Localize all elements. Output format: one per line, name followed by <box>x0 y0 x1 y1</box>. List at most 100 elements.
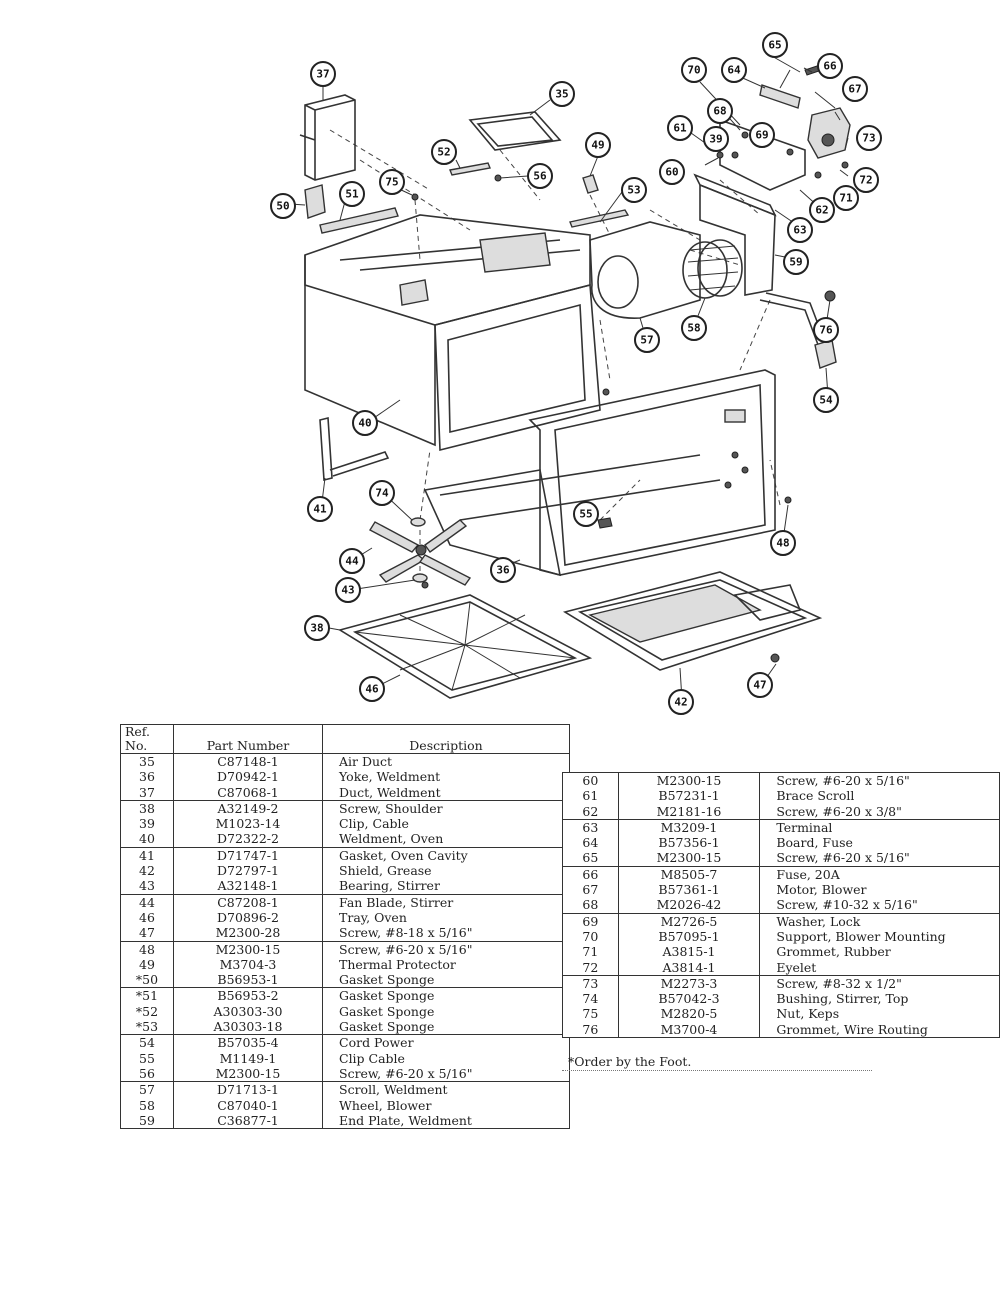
description-cell: Wheel, Blower <box>339 1097 432 1113</box>
svg-text:41: 41 <box>313 503 327 516</box>
ref-cell: 40 <box>120 831 174 848</box>
callout-38: 38 <box>304 615 330 641</box>
part-number-cell: A30303-30 <box>173 1003 323 1020</box>
ref-cell: 66 <box>562 866 619 883</box>
svg-text:51: 51 <box>345 188 359 201</box>
ref-cell: 72 <box>562 959 619 976</box>
exploded-parts-diagram: 37 35 52 56 49 53 75 51 50 70 64 65 66 6… <box>270 32 882 715</box>
ref-cell: 61 <box>562 788 619 804</box>
part-number-cell: D70896-2 <box>173 909 323 926</box>
footnote: *Order by the Foot. <box>561 1054 873 1071</box>
svg-text:54: 54 <box>819 394 833 407</box>
description-cell: End Plate, Weldment <box>322 1112 570 1130</box>
callout-42: 42 <box>668 689 694 715</box>
header-description: Description <box>322 724 570 754</box>
callout-61: 61 <box>667 115 693 141</box>
ref-cell: 63 <box>562 819 619 836</box>
part-number-cell: M2820-5 <box>618 1006 761 1022</box>
callout-65: 65 <box>762 32 788 58</box>
description-cell: Eyelet <box>759 959 1000 976</box>
part-number-cell: D72322-2 <box>173 831 323 848</box>
ref-cell: 62 <box>562 803 619 820</box>
description-cell: Grommet, Wire Routing <box>759 1021 1000 1039</box>
ref-cell: 64 <box>562 835 619 851</box>
callout-56: 56 <box>527 163 553 189</box>
description-cell: Shield, Grease <box>339 863 432 879</box>
part-stirrer-bushing <box>410 517 426 527</box>
svg-text:52: 52 <box>437 146 450 159</box>
svg-text:53: 53 <box>627 184 640 197</box>
part-number-cell: A30303-18 <box>173 1019 323 1036</box>
ref-cell: 65 <box>562 850 619 867</box>
header-ref-no: Ref. No. <box>120 724 174 754</box>
part-number-cell: D71713-1 <box>173 1081 323 1098</box>
callout-51: 51 <box>339 181 365 207</box>
callout-48: 48 <box>770 530 796 556</box>
svg-text:57: 57 <box>640 334 653 347</box>
part-yoke-weldment <box>423 369 776 577</box>
svg-text:44: 44 <box>345 555 359 568</box>
description-cell: Board, Fuse <box>776 835 853 851</box>
part-number-cell: A32149-2 <box>173 800 323 817</box>
callout-53: 53 <box>621 177 647 203</box>
ref-cell: 56 <box>120 1065 174 1083</box>
description-cell: Terminal <box>776 819 833 835</box>
callout-72: 72 <box>853 167 879 193</box>
description-cell: Gasket Sponge <box>339 988 435 1004</box>
callout-71: 71 <box>833 185 859 211</box>
svg-text:76: 76 <box>819 324 833 337</box>
part-end-plate <box>699 183 776 296</box>
ref-cell: 38 <box>120 800 174 817</box>
callout-49: 49 <box>585 132 611 158</box>
callout-leaders <box>289 54 849 701</box>
part-small-hardware-right <box>716 131 849 179</box>
ref-cell: 58 <box>120 1097 174 1113</box>
ref-cell: 73 <box>562 975 619 992</box>
ref-cell: 68 <box>562 897 619 914</box>
callout-41: 41 <box>307 496 333 522</box>
description-cell: Bushing, Stirrer, Top <box>776 991 909 1007</box>
description-cell: Grommet, Rubber <box>776 944 891 960</box>
description-cell: Screw, #8-32 x 1/2" <box>776 975 902 991</box>
alignment-lines <box>329 129 781 580</box>
part-number-cell: M2300-15 <box>173 941 323 957</box>
svg-text:55: 55 <box>579 508 592 521</box>
ref-cell: 55 <box>120 1050 174 1066</box>
part-blower-wheel <box>682 239 743 299</box>
part-number-cell: A3814-1 <box>618 959 761 976</box>
description-cell: Support, Blower Mounting <box>776 928 946 944</box>
part-number-cell: M1023-14 <box>173 816 323 832</box>
part-gasket-sponge-51 <box>319 207 399 234</box>
part-grease-shield <box>562 571 823 671</box>
callout-75: 75 <box>379 169 405 195</box>
svg-text:63: 63 <box>793 224 806 237</box>
svg-text:58: 58 <box>687 322 700 335</box>
ref-cell: 69 <box>562 913 619 929</box>
svg-text:36: 36 <box>496 564 510 577</box>
description-cell: Motor, Blower <box>776 882 867 898</box>
svg-text:75: 75 <box>385 176 398 189</box>
part-number-cell: C87148-1 <box>173 753 323 770</box>
ref-cell: 37 <box>120 784 174 801</box>
description-cell: Duct, Weldment <box>322 784 570 801</box>
part-air-duct-weldment <box>299 94 356 181</box>
description-cell: Screw, #10-32 x 5/16" <box>759 897 1000 914</box>
description-cell: Screw, #6-20 x 5/16" <box>339 941 473 957</box>
part-fuse-board <box>759 64 823 109</box>
